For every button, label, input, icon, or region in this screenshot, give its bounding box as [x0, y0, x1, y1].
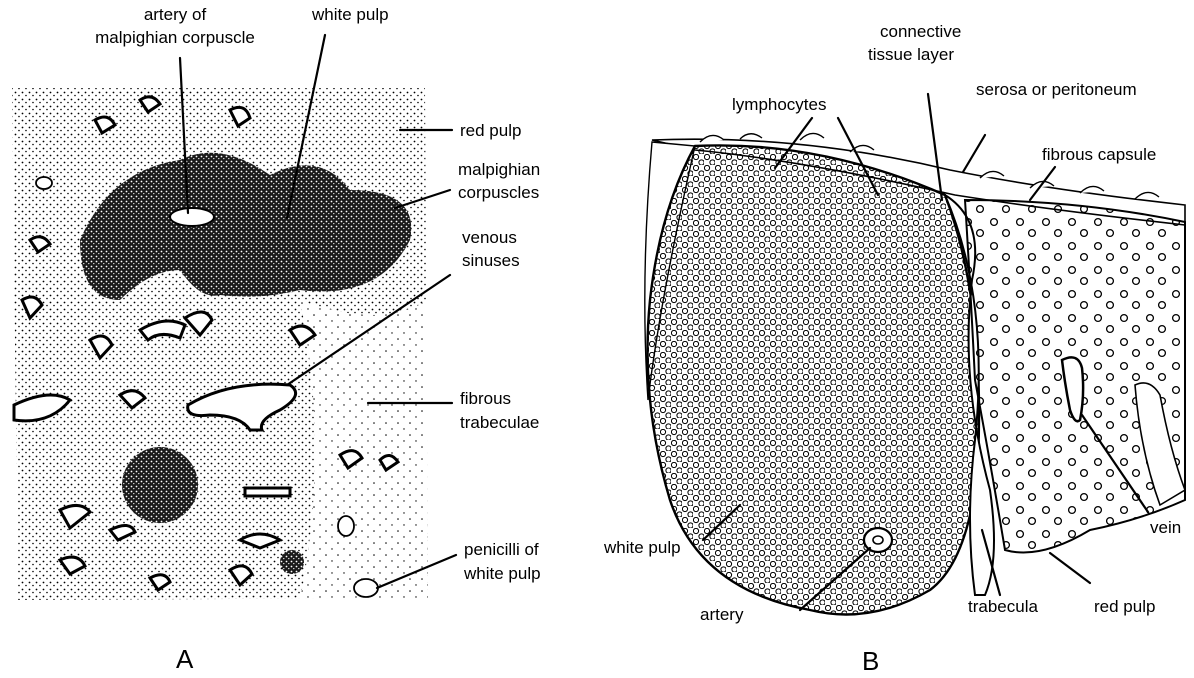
label-lymphocytes: lymphocytes — [732, 95, 826, 114]
white-pulp-lobule — [648, 145, 980, 614]
artery-lumen — [873, 536, 883, 544]
label-connective-line1: connective — [880, 22, 961, 41]
label-venous-line1: venous — [462, 228, 517, 247]
label-fibrous-line2: trabeculae — [460, 413, 539, 432]
label-artery-line2: malpighian corpuscle — [95, 28, 255, 47]
panel-a: artery of malpighian corpuscle white pul… — [12, 5, 541, 674]
leader-red-pulp-b — [1050, 553, 1090, 583]
panel-b: connective tissue layer lymphocytes sero… — [603, 22, 1185, 676]
label-connective-line2: tissue layer — [868, 45, 954, 64]
penicillus — [354, 579, 378, 597]
leader-serosa — [963, 135, 985, 172]
small-nodule — [280, 550, 304, 574]
label-white-pulp-a: white pulp — [311, 5, 389, 24]
label-red-pulp-a: red pulp — [460, 121, 521, 140]
central-artery — [170, 208, 214, 226]
label-venous-line2: sinuses — [462, 251, 520, 270]
label-white-pulp-b: white pulp — [603, 538, 681, 557]
label-serosa: serosa or peritoneum — [976, 80, 1137, 99]
label-penicilli-line1: penicilli of — [464, 540, 539, 559]
label-artery-line1: artery of — [144, 5, 207, 24]
label-fibrous-capsule: fibrous capsule — [1042, 145, 1156, 164]
label-malpighian-line1: malpighian — [458, 160, 540, 179]
label-penicilli-line2: white pulp — [463, 564, 541, 583]
panel-letter-a: A — [176, 644, 194, 674]
small-vessel — [338, 516, 354, 536]
white-pulp-nodule — [122, 447, 198, 523]
label-malpighian-line2: corpuscles — [458, 183, 539, 202]
label-vein: vein — [1150, 518, 1181, 537]
panel-letter-b: B — [862, 646, 879, 676]
label-trabecula: trabecula — [968, 597, 1038, 616]
label-fibrous-line1: fibrous — [460, 389, 511, 408]
label-red-pulp-b: red pulp — [1094, 597, 1155, 616]
small-vessel — [36, 177, 52, 189]
label-artery-b: artery — [700, 605, 744, 624]
